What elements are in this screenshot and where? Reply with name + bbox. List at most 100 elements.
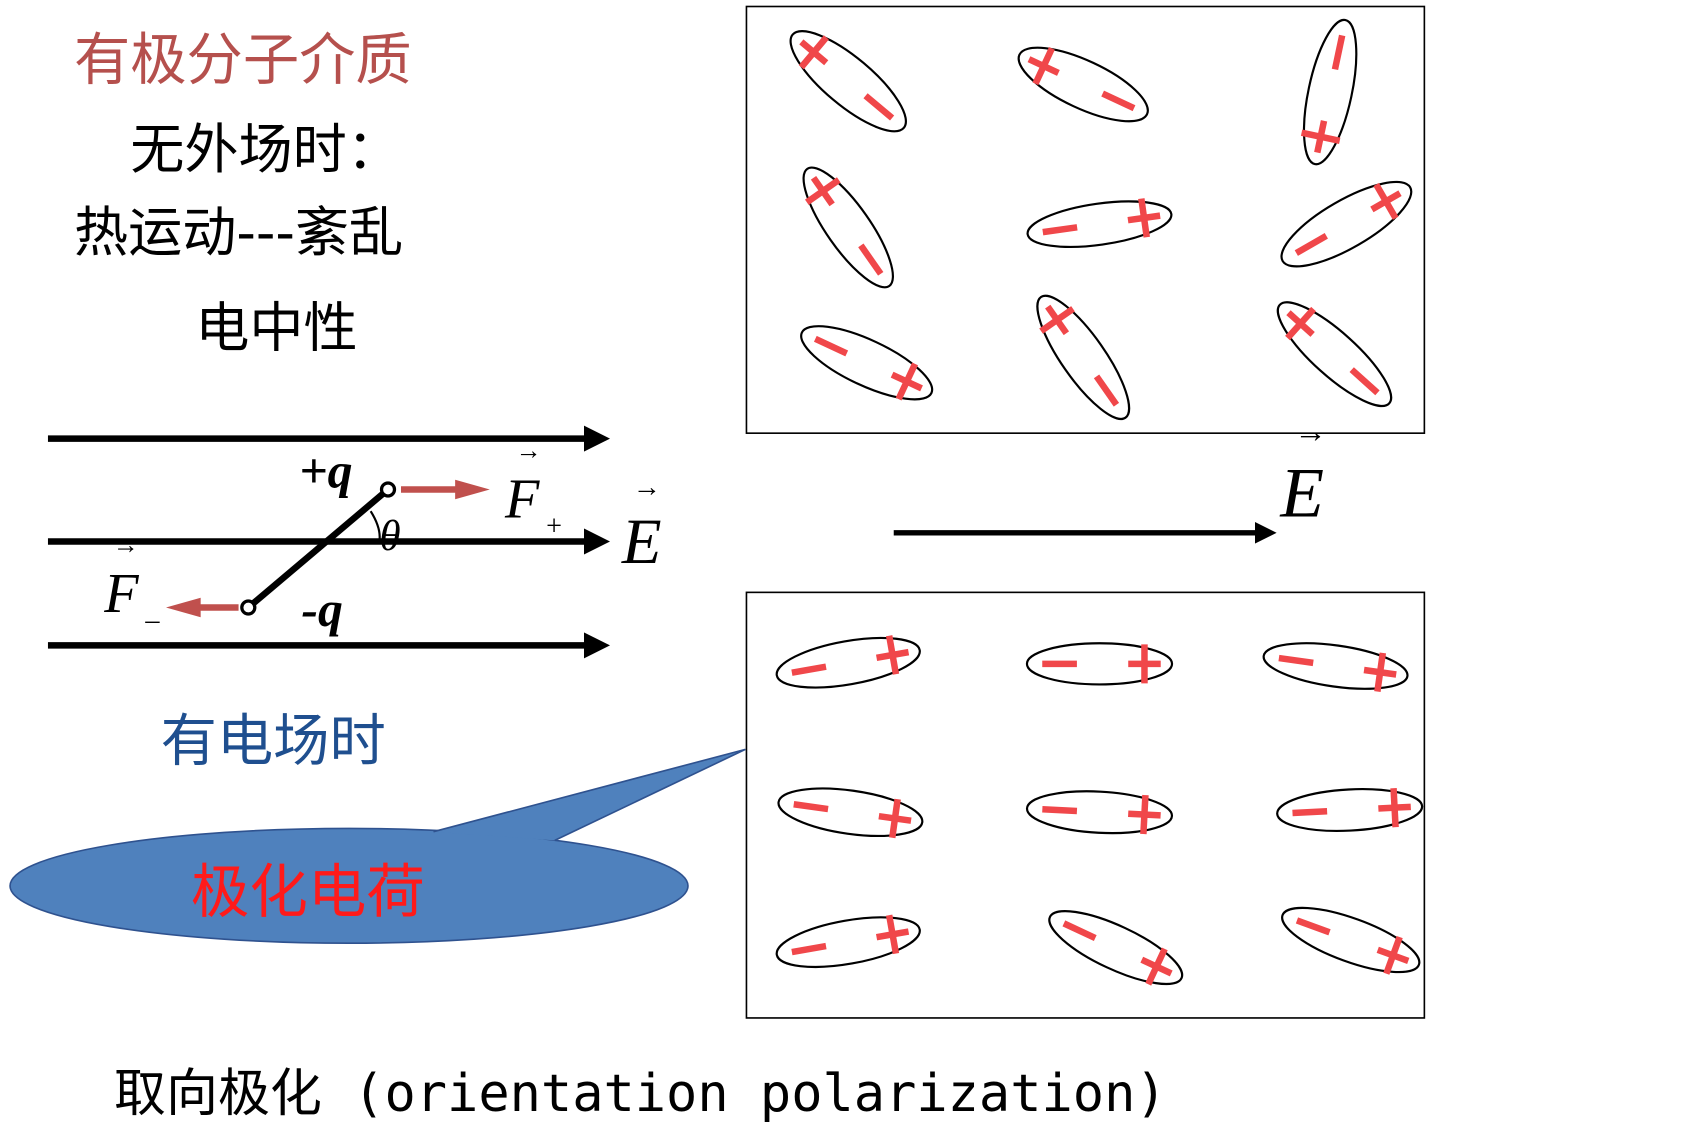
external-field-arrow-mark: →: [1294, 414, 1326, 450]
minus-charge-icon: [1278, 654, 1314, 667]
molecule-ellipse: [1017, 46, 1149, 123]
polar-molecule: [1025, 790, 1174, 835]
molecule-ellipse: [1276, 788, 1424, 833]
no-field-line1: 热运动---紊乱: [74, 201, 403, 264]
plus-charge-icon: [1027, 46, 1060, 86]
plus-charge-icon: [1140, 947, 1173, 986]
polar-molecule: [1300, 18, 1358, 166]
force-plus-arrow: [400, 479, 490, 500]
minus-charge-icon: [791, 663, 827, 676]
molecule-ellipse: [1025, 790, 1174, 835]
caption: 取向极化 (orientation polarization): [114, 1064, 1167, 1123]
plus-charge-icon: [1039, 304, 1075, 336]
minus-charge-icon: [858, 243, 884, 276]
field-e-label: E: [621, 506, 662, 578]
polar-molecule: [789, 30, 907, 133]
callout-pointer: [433, 749, 746, 841]
molecule-ellipse: [775, 636, 921, 689]
plus-charge-icon: [875, 914, 910, 955]
minus-charge-icon: [813, 335, 849, 357]
molecule-ellipse: [775, 916, 921, 969]
minus-charge: [240, 599, 257, 616]
callout-text: 极化电荷: [191, 858, 425, 926]
dipole-rod: [246, 487, 391, 611]
plus-charge-icon: [798, 35, 829, 70]
plus-charge-icon: [1363, 652, 1397, 693]
molecule-ellipse: [789, 30, 907, 133]
molecule-ellipse: [1276, 301, 1393, 408]
minus-charge-icon: [1295, 917, 1331, 936]
polar-molecule: [1036, 294, 1131, 421]
polar-molecule: [1262, 642, 1409, 693]
polar-molecule: [1276, 301, 1393, 408]
field-e-arrow-mark: →: [633, 472, 661, 503]
field-lines: [47, 425, 611, 659]
force-minus-label: F: [103, 563, 139, 625]
plus-charge-icon: [1378, 788, 1411, 828]
molecule-ellipse: [802, 166, 895, 289]
molecule-ellipse: [1036, 294, 1131, 421]
minus-charge-icon: [791, 942, 827, 956]
molecule-ellipse: [1262, 642, 1409, 690]
molecule-ellipse: [1281, 906, 1421, 974]
force-plus-label: F: [504, 469, 540, 531]
plus-charge-icon: [878, 798, 912, 839]
minus-charge-icon: [1294, 232, 1328, 256]
plus-charge-icon: [805, 175, 841, 207]
no-field-line2: 电中性: [195, 297, 357, 360]
theta-label: θ: [379, 512, 400, 560]
molecules: [775, 18, 1424, 986]
minus-charge-icon: [1292, 807, 1328, 817]
callout-bubble: [9, 827, 689, 945]
minus-charge-icon: [1062, 920, 1097, 941]
with-field-heading: 有电场时: [161, 709, 386, 774]
force-plus-arrow-mark: →: [516, 436, 542, 465]
minus-charge-icon: [1042, 224, 1078, 236]
minus-charge-icon: [1349, 367, 1380, 396]
plus-charge-icon: [1128, 644, 1161, 684]
polar-molecule: [1017, 46, 1149, 123]
force-plus-subscript: +: [546, 511, 562, 542]
force-minus-arrow-mark: →: [113, 530, 139, 559]
minus-charge-icon: [863, 93, 895, 121]
polar-molecule: [800, 325, 934, 401]
plus-charge-icon: [1376, 935, 1410, 975]
no-field-heading: 无外场时：: [130, 118, 401, 181]
molecule-ellipse: [1048, 910, 1184, 986]
plus-charge-icon: [1128, 794, 1161, 835]
minus-charge-icon: [793, 801, 829, 813]
with-field-box: [745, 591, 1426, 1019]
minus-charge-icon: [1101, 90, 1136, 112]
polar-molecule: [1048, 910, 1184, 986]
minus-charge-icon: [1331, 34, 1346, 71]
polar-molecule: [775, 914, 921, 969]
plus-charge: [379, 481, 397, 498]
polar-molecule: [802, 166, 895, 289]
plus-charge-icon: [1370, 182, 1402, 220]
polarization-charge-callout: 极化电荷: [9, 748, 746, 945]
plus-charge-icon: [890, 362, 923, 401]
minus-q-label: -q: [301, 582, 342, 637]
molecule-ellipse: [1026, 200, 1173, 248]
plus-charge-icon: [875, 635, 910, 675]
polar-molecule: [777, 787, 924, 839]
polar-molecule: [1026, 198, 1173, 248]
plus-charge-icon: [1127, 198, 1161, 238]
external-field-label: E: [1279, 454, 1324, 533]
no-field-box: [745, 5, 1426, 434]
plus-charge-icon: [1300, 120, 1341, 154]
polar-molecule: [1281, 906, 1421, 975]
title: 有极分子介质: [74, 28, 412, 93]
force-minus-subscript: _: [144, 595, 160, 626]
force-minus-arrow: [166, 597, 239, 618]
molecule-ellipse: [800, 325, 934, 401]
minus-charge-icon: [1042, 805, 1078, 815]
polar-molecule: [1276, 788, 1424, 833]
molecule-ellipse: [777, 787, 924, 837]
polar-molecule: [1280, 180, 1413, 268]
polar-molecule: [775, 635, 921, 689]
theta-arc-icon: [369, 510, 381, 542]
polar-molecule: [1025, 642, 1174, 686]
callout-pointer-outline: [433, 748, 746, 842]
